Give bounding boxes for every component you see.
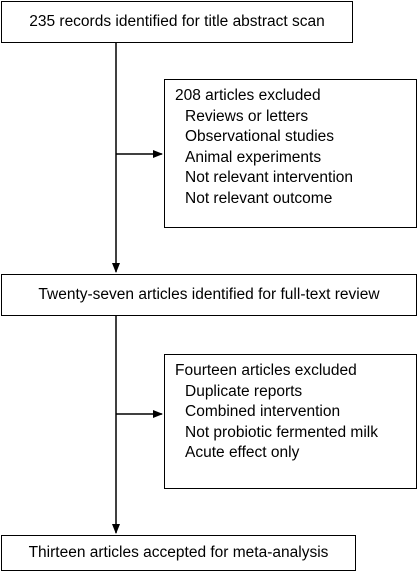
exclusion-reason: Animal experiments [185,148,322,166]
second-exclusion-title: Fourteen articles excluded [175,362,357,379]
fulltext-review-box: Twenty-seven articles identified for ful… [1,274,417,316]
first-exclusion-reasons: Reviews or letters Observational studies… [175,107,406,207]
fulltext-review-text: Twenty-seven articles identified for ful… [38,286,380,304]
first-exclusion-title: 208 articles excluded [175,87,321,104]
exclusion-reason: Not relevant intervention [185,169,354,186]
identified-records-box: 235 records identified for title abstrac… [1,1,353,43]
first-exclusion-box: 208 articles excluded Reviews or letters… [164,79,417,228]
exclusion-reason: Reviews or letters [185,107,309,125]
exclusion-reason: Acute effect only [185,444,300,461]
exclusion-reason: Duplicate reports [185,382,303,400]
exclusion-reason: Combined intervention [185,403,341,420]
exclusion-reason: Observational studies [185,128,335,145]
included-articles-box: Thirteen articles accepted for meta-anal… [1,535,356,571]
identified-records-text: 235 records identified for title abstrac… [29,13,325,31]
exclusion-reason: Not relevant outcome [185,189,333,207]
exclusion-reason: Not probiotic fermented milk [185,423,378,441]
included-articles-text: Thirteen articles accepted for meta-anal… [28,544,329,562]
second-exclusion-reasons: Duplicate reports Combined intervention … [175,382,406,461]
second-exclusion-box: Fourteen articles excluded Duplicate rep… [164,354,417,489]
